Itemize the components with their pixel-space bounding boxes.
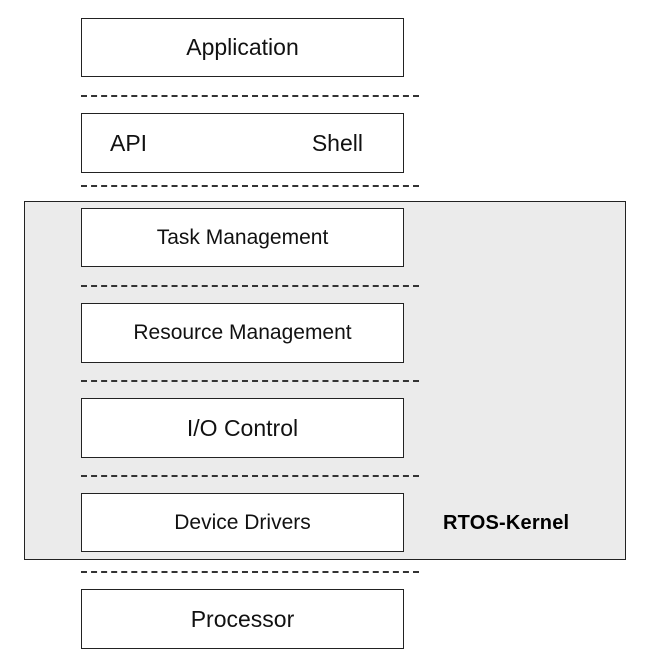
device-drivers-layer: Device Drivers [81,493,404,552]
task-management-label: Task Management [156,225,329,249]
layer-divider [81,285,419,287]
rtos-kernel-label: RTOS-Kernel [443,512,570,534]
processor-label: Processor [190,605,295,632]
application-layer: Application [81,18,404,77]
task-management-layer: Task Management [81,208,404,267]
layer-divider [81,95,419,97]
shell-label: Shell [311,129,363,156]
layer-divider [81,571,419,573]
device-drivers-label: Device Drivers [174,510,311,534]
io-control-layer: I/O Control [81,398,404,458]
layer-divider [81,185,419,187]
layer-divider [81,475,419,477]
resource-management-layer: Resource Management [81,303,404,363]
io-control-label: I/O Control [186,414,299,441]
api-shell-layer: API Shell [81,113,404,173]
application-label: Application [186,34,299,60]
processor-layer: Processor [81,589,404,649]
layer-divider [81,380,419,382]
api-label: API [110,129,148,156]
resource-management-label: Resource Management [133,321,352,344]
